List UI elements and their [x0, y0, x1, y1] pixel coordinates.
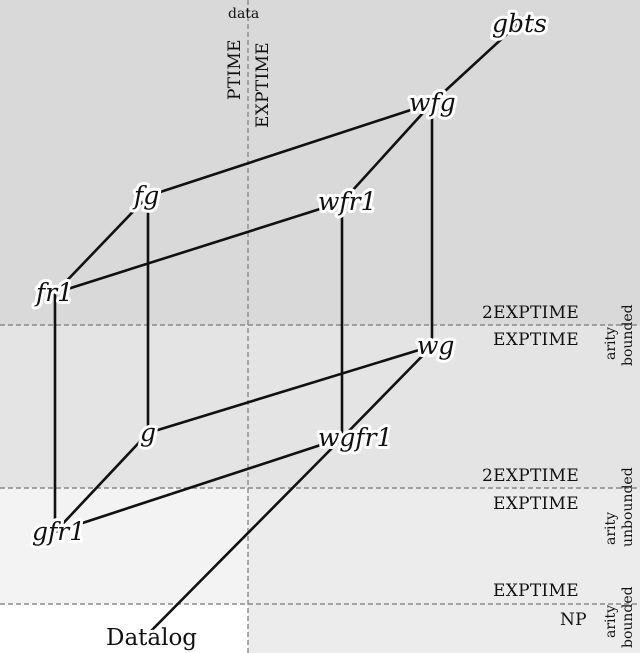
- edge-fr1-fg: [53, 194, 150, 295]
- label-band1-upper: 2EXPTIME: [482, 303, 579, 323]
- arity-label-2: arity: [603, 512, 619, 545]
- node-g: g: [140, 418, 156, 447]
- node-wfr1: wfr1: [318, 187, 377, 216]
- region-ptime-left: [0, 488, 248, 604]
- region-2exptime-bounded: [0, 0, 640, 325]
- node-datalog: Datalog: [106, 625, 197, 651]
- edge-gfr1-wgfr1: [53, 436, 344, 534]
- arity-label-1: arity: [603, 327, 619, 360]
- node-fr1: fr1: [34, 278, 73, 307]
- lattice-edges: [53, 20, 522, 634]
- edge-wgfr1-wg: [340, 344, 434, 440]
- edge-wfr1-wfg: [340, 101, 434, 204]
- unbounded-label-2: unbounded: [620, 467, 636, 547]
- node-gfr1: gfr1: [32, 517, 85, 546]
- edge-g-wg: [146, 344, 434, 435]
- ptime-label: PTIME: [225, 39, 245, 100]
- label-band2-lower: EXPTIME: [493, 494, 579, 514]
- node-gbts: gbts: [492, 9, 547, 38]
- node-wfg: wfg: [409, 88, 456, 117]
- arity-label-3: arity: [603, 605, 619, 638]
- edge-gfr1-g: [53, 431, 150, 534]
- label-band3-lower: NP: [560, 610, 587, 630]
- edge-fr1-wfr1: [53, 200, 344, 295]
- label-band1-lower: EXPTIME: [493, 330, 579, 350]
- bounded-label-3: bounded: [620, 586, 636, 648]
- node-wg: wg: [417, 331, 454, 360]
- data-label: data: [228, 6, 259, 22]
- edge-wfg-gbts: [430, 20, 522, 105]
- edge-fg-wfg: [146, 101, 434, 198]
- label-band3-upper: EXPTIME: [493, 581, 579, 601]
- node-wgfr1: wgfr1: [318, 423, 393, 452]
- label-band2-upper: 2EXPTIME: [482, 466, 579, 486]
- edge-datalog-wgfr1: [148, 436, 344, 634]
- bounded-label-1: bounded: [620, 304, 636, 366]
- node-fg: fg: [132, 181, 159, 210]
- region-np-left: [0, 604, 248, 653]
- exptime-label: EXPTIME: [253, 42, 273, 128]
